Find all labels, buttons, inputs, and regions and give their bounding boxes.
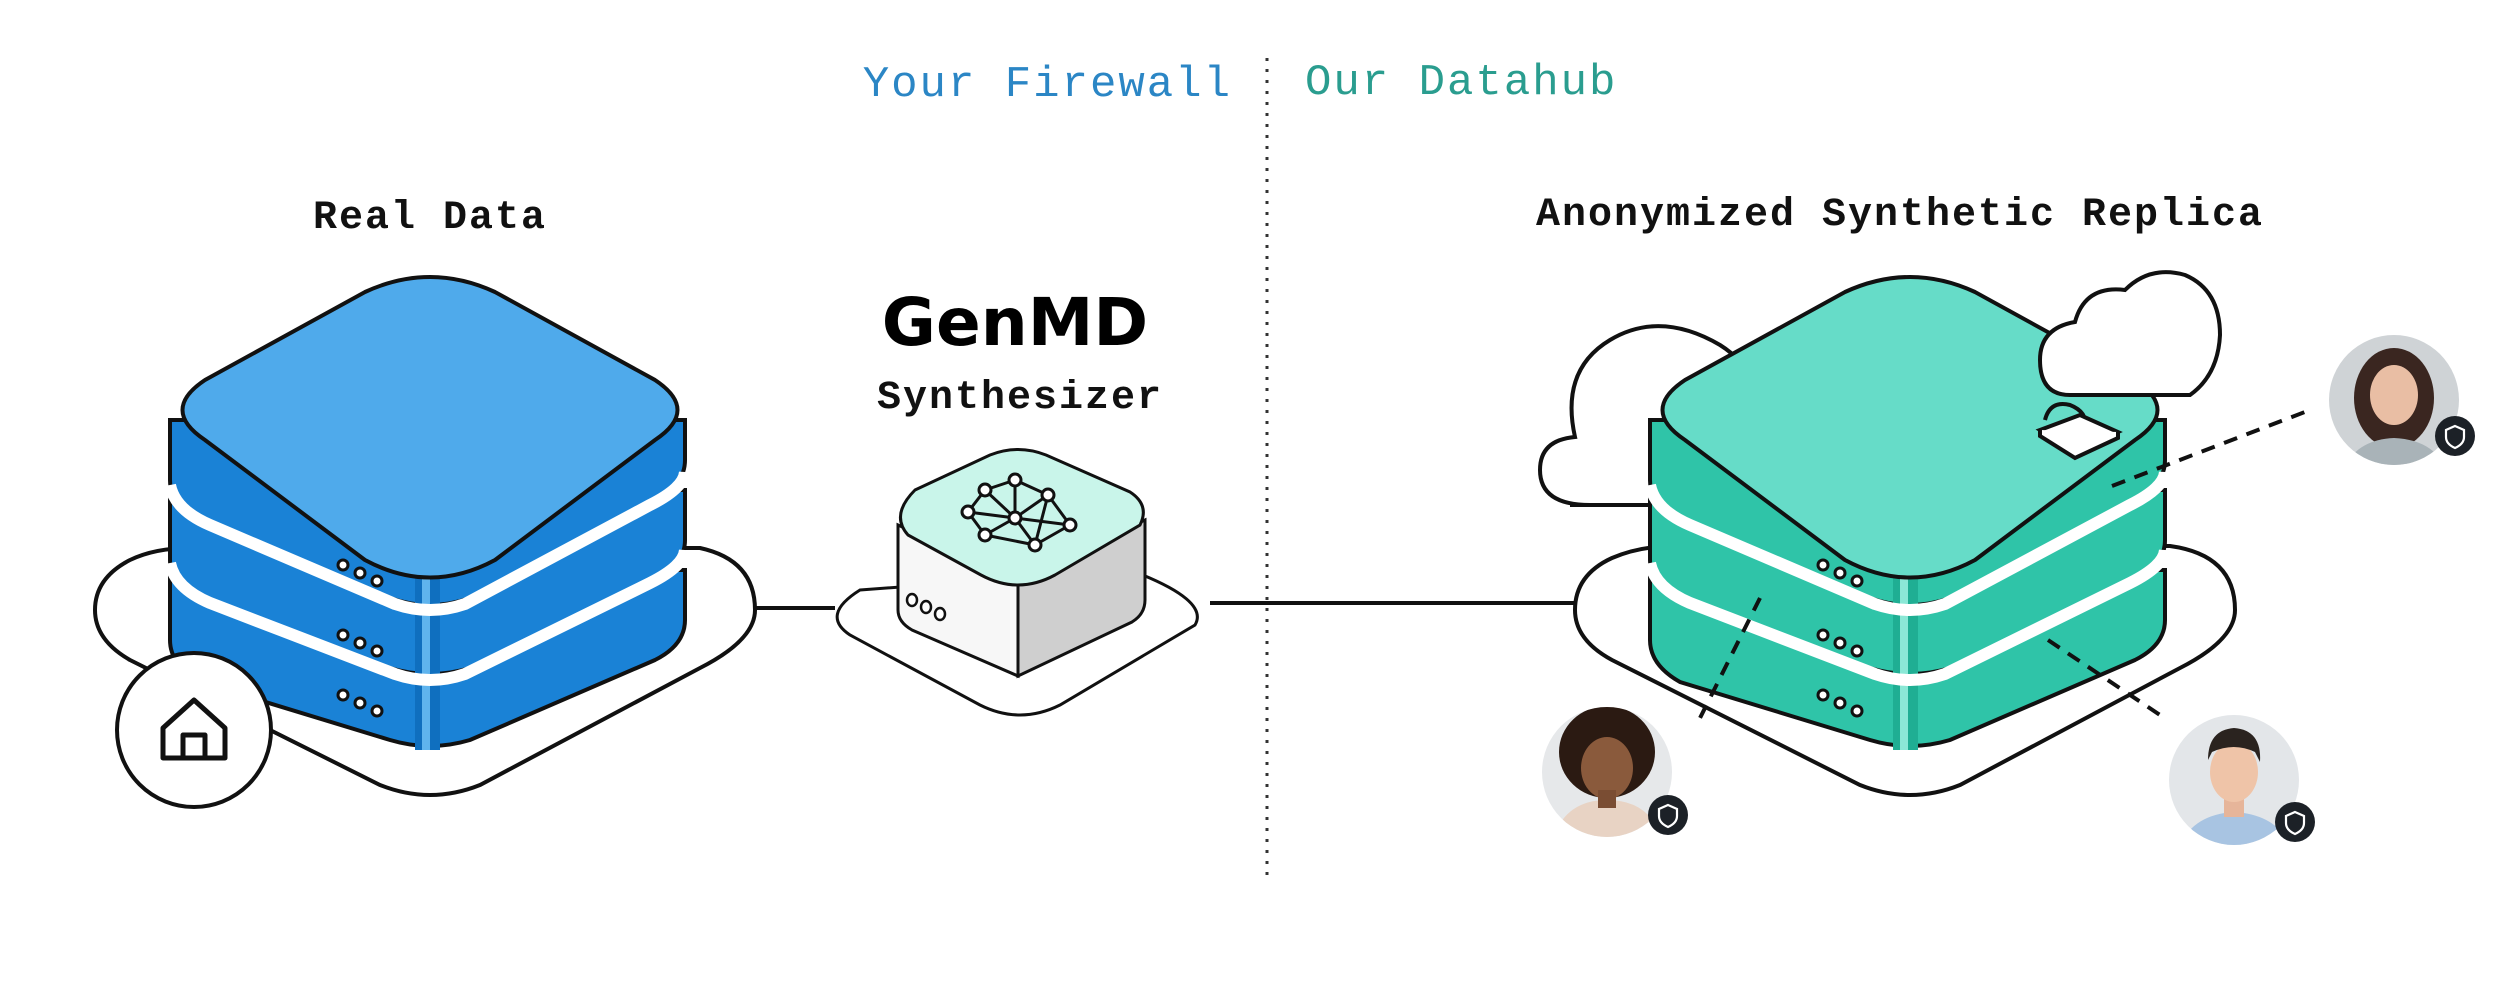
- synthesizer-indicator-dots: [905, 592, 947, 622]
- real-data-group: Real Data: [92, 196, 758, 809]
- synthesizer-label: Synthesizer: [877, 376, 1163, 421]
- shield-icon: [2435, 416, 2475, 456]
- person-avatar-1: [1542, 707, 1688, 837]
- brand-title: GenMD: [882, 284, 1148, 361]
- replica-group: Anonymized Synthetic Replica: [1536, 193, 2475, 845]
- real-data-indicator-dots: [336, 558, 384, 718]
- real-data-top-face: [180, 275, 680, 580]
- replica-top-face: [1660, 275, 2160, 580]
- link-avatar-3: [2111, 408, 2311, 488]
- replica-label: Anonymized Synthetic Replica: [1536, 193, 2264, 238]
- home-icon: [115, 651, 273, 809]
- synthesizer-group: GenMD Synthesizer: [835, 284, 1199, 717]
- shield-icon: [1648, 795, 1688, 835]
- real-data-label: Real Data: [313, 196, 547, 241]
- shield-icon: [2275, 802, 2315, 842]
- lock-icon: [2035, 402, 2123, 461]
- synthesizer-box-right: [1016, 517, 1147, 679]
- cloud-icon-right: [2037, 270, 2223, 397]
- person-avatar-2: [2169, 715, 2315, 845]
- neural-network-icon: [960, 472, 1078, 553]
- replica-indicator-dots: [1816, 558, 1864, 718]
- person-avatar-3: [2329, 335, 2475, 465]
- synthesizer-box-left: [896, 522, 1020, 679]
- your-firewall-label: Your Firewall: [863, 60, 1232, 110]
- our-datahub-label: Our Datahub: [1305, 58, 1617, 108]
